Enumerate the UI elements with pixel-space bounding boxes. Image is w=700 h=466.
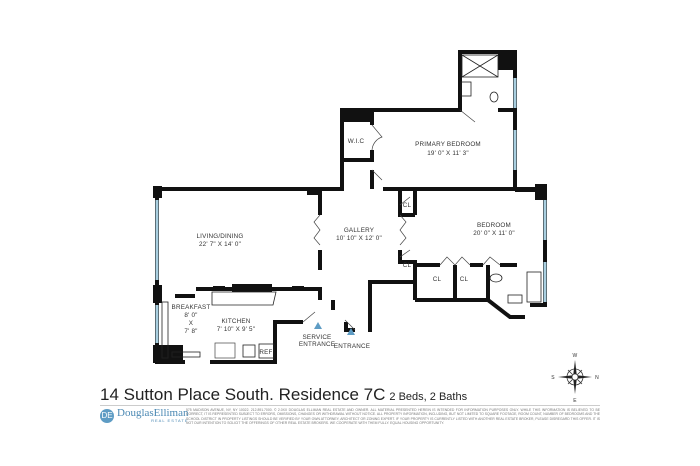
entrance-label: ENTRANCE bbox=[334, 343, 370, 350]
compass-n: N bbox=[595, 375, 599, 381]
closet-label: CL bbox=[433, 276, 442, 283]
closet-label: CL bbox=[460, 276, 469, 283]
compass-e: E bbox=[573, 398, 577, 404]
gallery-dims: 10' 10" X 12' 0" bbox=[336, 235, 382, 242]
kitchen-dims: 7' 10" X 9' 5" bbox=[217, 326, 255, 333]
breakfast-dim1: 8' 0" bbox=[184, 312, 197, 319]
fixtures bbox=[161, 54, 542, 359]
gallery-label: GALLERY bbox=[344, 227, 375, 234]
service-entrance-label: ENTRANCE bbox=[299, 341, 335, 348]
kitchen-label: KITCHEN bbox=[221, 318, 250, 325]
entrance-marker bbox=[347, 328, 355, 335]
listing-address: 14 Sutton Place South. Residence 7C bbox=[100, 385, 386, 404]
ref-label: REF bbox=[259, 349, 272, 356]
compass-w: W bbox=[573, 353, 578, 359]
brand-logo-icon: DE bbox=[100, 408, 114, 423]
bedroom-dims: 20' 0" X 11' 0" bbox=[473, 230, 515, 237]
walls bbox=[153, 50, 547, 364]
service-entrance-marker bbox=[314, 322, 322, 329]
breakfast-x: X bbox=[189, 320, 194, 327]
wic-label: W.I.C bbox=[348, 138, 365, 145]
primary-bedroom-label: PRIMARY BEDROOM bbox=[415, 141, 481, 148]
disclaimer: 575 MADISON AVENUE, NY, NY 10022. 212.89… bbox=[186, 408, 600, 425]
closet-label: CL bbox=[403, 262, 412, 269]
service-entrance-label: SERVICE bbox=[303, 334, 332, 341]
living-dining-label: LIVING/DINING bbox=[196, 233, 243, 240]
brand-name: DouglasElliman bbox=[117, 407, 189, 419]
primary-bedroom-dims: 19' 0" X 11' 3" bbox=[427, 150, 469, 157]
breakfast-label: BREAKFAST bbox=[172, 304, 211, 311]
divider bbox=[100, 405, 600, 406]
doors bbox=[302, 109, 501, 331]
listing-beds-baths: 2 Beds, 2 Baths bbox=[389, 391, 468, 403]
compass-s: S bbox=[551, 375, 555, 381]
brand-sub: REAL ESTATE bbox=[151, 418, 189, 423]
living-dining-dims: 22' 7" X 14' 0" bbox=[199, 241, 241, 248]
bedroom-label: BEDROOM bbox=[477, 222, 511, 229]
closet-label: CL bbox=[403, 202, 412, 209]
windows bbox=[155, 78, 547, 343]
brand-logo: DE DouglasElliman REAL ESTATE bbox=[100, 408, 189, 423]
breakfast-dim2: 7' 8" bbox=[184, 328, 197, 335]
compass-icon: W S N E bbox=[551, 353, 599, 404]
